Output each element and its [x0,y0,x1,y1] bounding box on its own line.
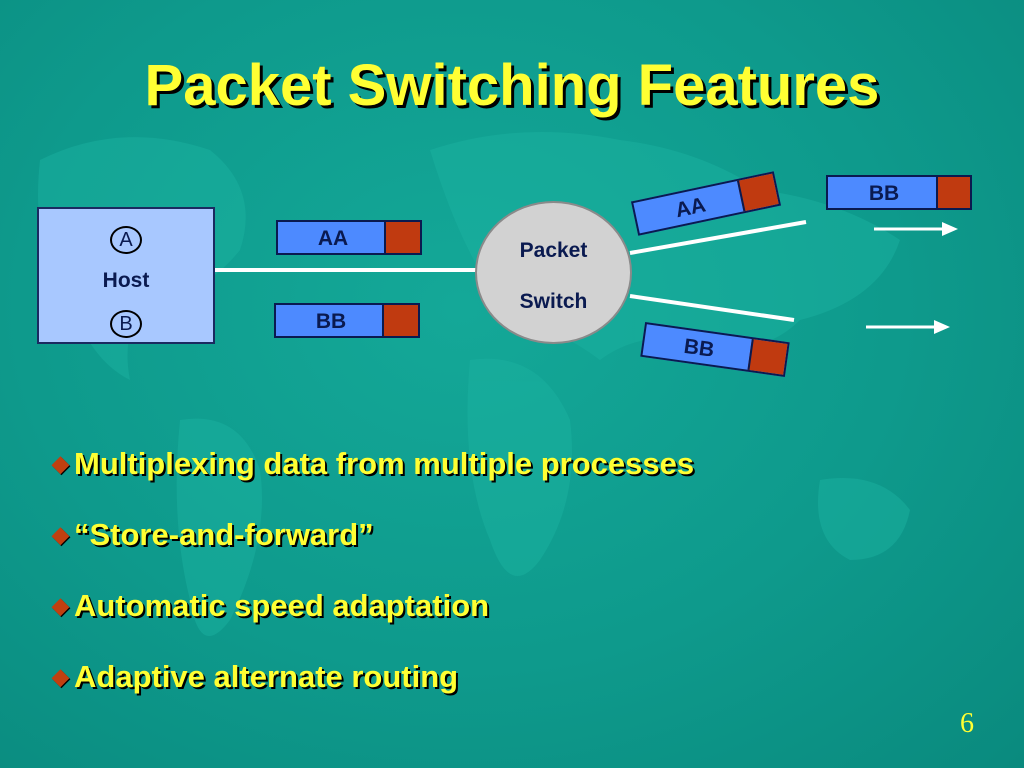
process-a-circle: A [110,226,142,254]
bullet-text: “Store-and-forward” [74,517,374,552]
process-b-circle: B [110,310,142,338]
link-switch-upper [629,220,807,255]
page-number: 6 [960,708,974,739]
bullet-item: ◆Automatic speed adaptation [52,588,694,659]
bullet-text: Adaptive alternate routing [74,659,459,694]
packet-label: BB [315,310,347,333]
packet-tail [382,305,418,336]
packet-tail [384,222,420,253]
diamond-bullet-icon: ◆ [52,522,69,547]
arrow-right-icon [874,222,958,236]
packet-tail [936,177,970,208]
diamond-bullet-icon: ◆ [52,593,69,618]
bullet-text: Automatic speed adaptation [74,588,490,623]
packet-label: AA [317,227,349,250]
link-switch-lower [629,294,795,322]
host-box: A Host B [37,207,215,344]
bullet-list: ◆Multiplexing data from multiple process… [52,446,694,730]
packet-tail [737,173,779,212]
bullet-text: Multiplexing data from multiple processe… [74,446,695,481]
packet-label: BB [868,182,900,205]
packet-switch: Packet Switch [475,201,632,344]
packet-aa-incoming: AA [276,220,422,255]
bullet-item: ◆“Store-and-forward” [52,517,694,588]
bullet-item: ◆Adaptive alternate routing [52,659,694,730]
diamond-bullet-icon: ◆ [52,451,69,476]
packet-bb-outgoing-upper: BB [826,175,972,210]
diamond-bullet-icon: ◆ [52,664,69,689]
slide-title: Packet Switching Features [144,53,880,118]
switch-label-line2: Switch [519,290,588,313]
packet-bb-incoming: BB [274,303,420,338]
packet-tail [747,339,788,375]
arrow-right-icon [866,320,950,334]
bullet-item: ◆Multiplexing data from multiple process… [52,446,694,517]
switch-label-line1: Packet [519,239,588,262]
host-label: Host [102,269,150,292]
